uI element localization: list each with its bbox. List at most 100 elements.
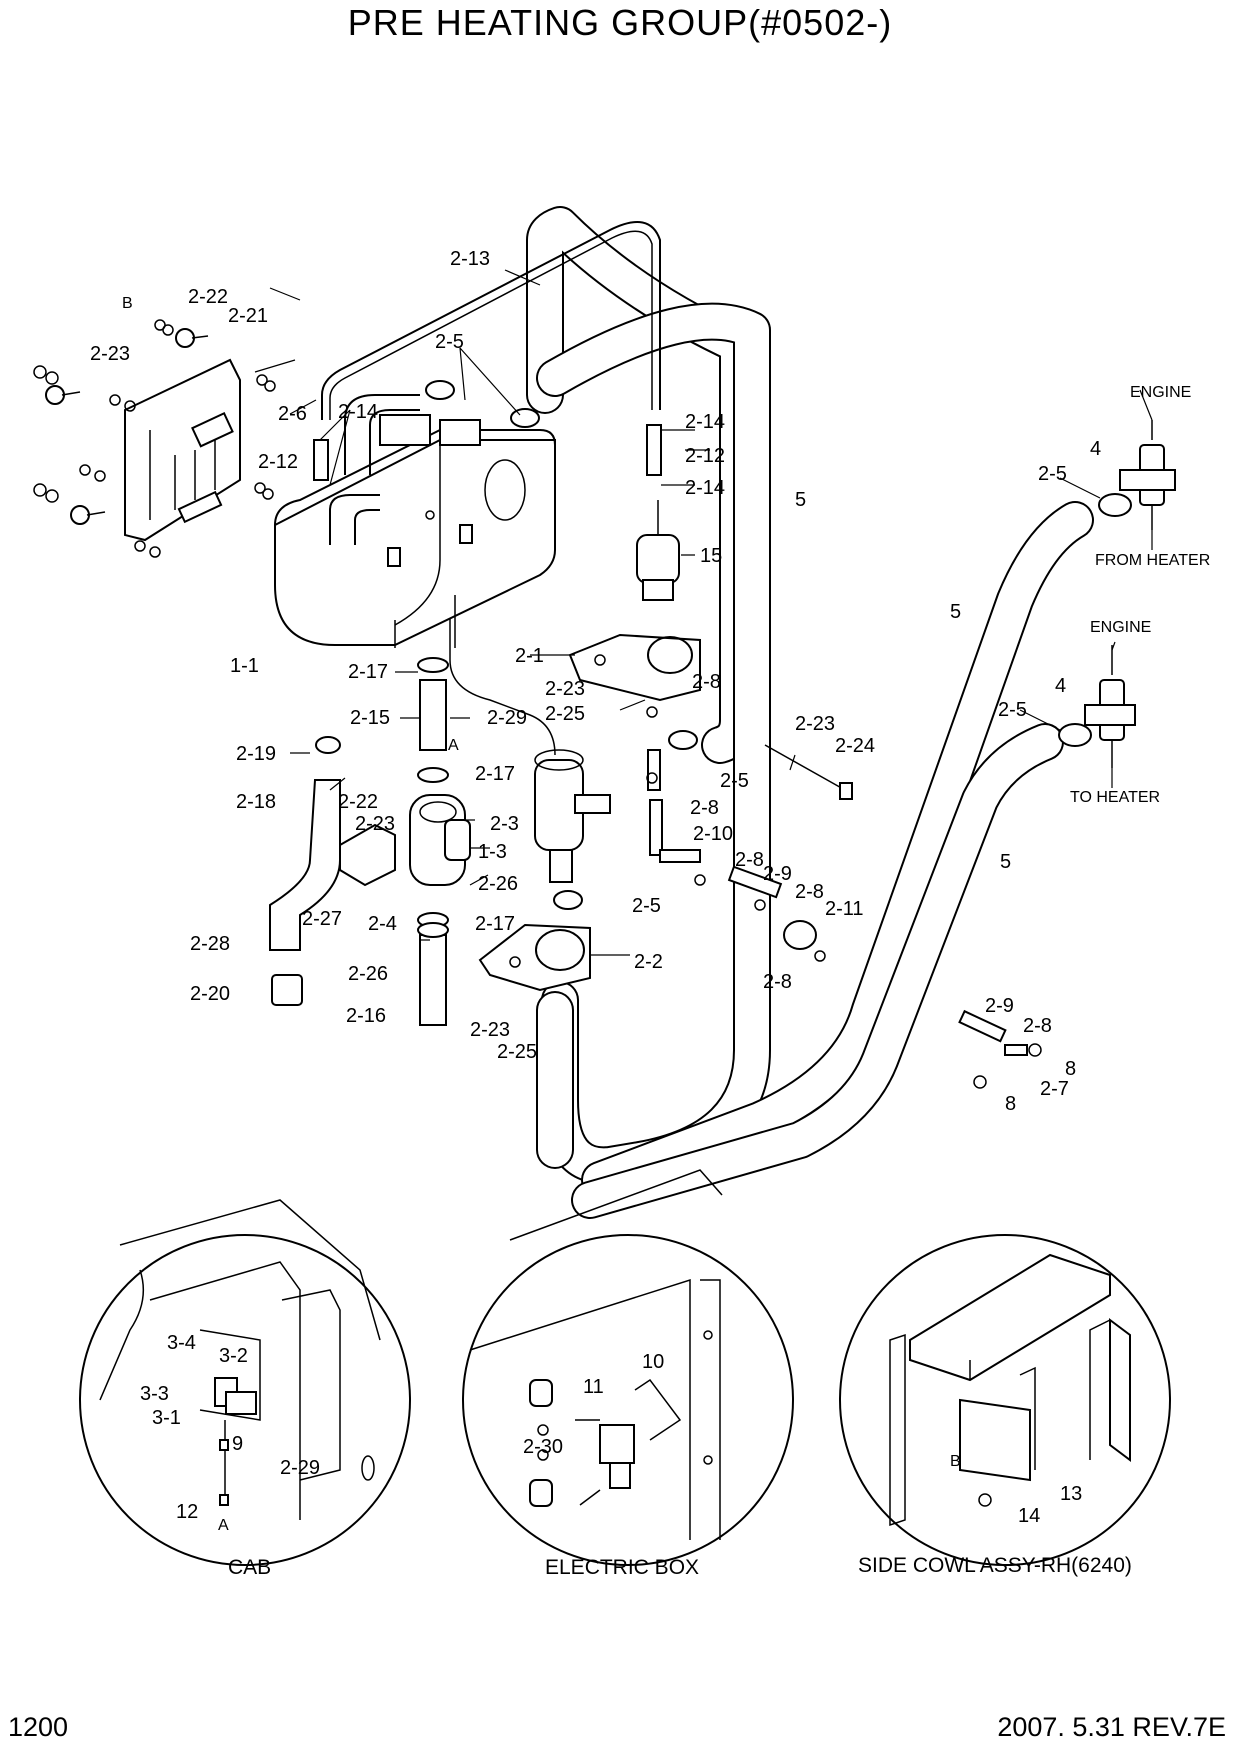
muffler-2-3 — [409, 794, 471, 886]
label-2-14: 2-14 — [338, 401, 378, 423]
label-2-13: 2-13 — [450, 248, 490, 270]
label-3-1: 3-1 — [152, 1407, 181, 1429]
label-9: 9 — [232, 1433, 243, 1455]
label-2-1: 2-1 — [515, 645, 544, 667]
bracket-2-2 — [478, 923, 591, 992]
label-2-10: 2-10 — [693, 823, 733, 845]
label-2-8d: 2-8 — [795, 881, 824, 903]
label-2-23c: 2-23 — [470, 1019, 510, 1041]
bracket-2-4 — [339, 823, 396, 887]
label-2-29b: 2-29 — [280, 1457, 320, 1479]
pipe-2-12-left — [313, 439, 329, 481]
from-heater-label: FROM HEATER — [1095, 552, 1210, 569]
label-2-25b: 2-25 — [545, 703, 585, 725]
detail-view-cab — [79, 1199, 411, 1566]
tee-fitting-4-upper — [1119, 420, 1176, 530]
caption-electric-box: ELECTRIC BOX — [545, 1556, 699, 1579]
label-2-29: 2-29 — [487, 707, 527, 729]
label-3-2: 3-2 — [219, 1345, 248, 1367]
label-2-5d: 2-5 — [1038, 463, 1067, 485]
label-1-3: 1-3 — [478, 841, 507, 863]
label-2-26b: 2-26 — [348, 963, 388, 985]
label-2-15: 2-15 — [350, 707, 390, 729]
hose-clamps — [417, 380, 1132, 938]
ref-a: A — [448, 737, 459, 754]
fasteners-left — [33, 319, 276, 558]
detail-view-electric-box — [462, 1169, 794, 1566]
label-2-5b: 2-5 — [632, 895, 661, 917]
label-2-22: 2-22 — [188, 286, 228, 308]
detail-view-side-cowl — [839, 1234, 1171, 1566]
label-2-9: 2-9 — [763, 863, 792, 885]
label-2-19: 2-19 — [236, 743, 276, 765]
label-2-24: 2-24 — [835, 735, 875, 757]
label-8b: 8 — [1005, 1093, 1016, 1115]
pipe-2-15 — [419, 679, 447, 751]
label-2-23b: 2-23 — [355, 813, 395, 835]
label-14: 14 — [1018, 1505, 1040, 1527]
mounting-bracket-2-6 — [124, 358, 241, 542]
caption-cab: CAB — [228, 1556, 271, 1579]
ref-b-cowl: B — [950, 1453, 961, 1470]
label-2-9b: 2-9 — [985, 995, 1014, 1017]
exhaust-pipe-2-18 — [269, 779, 341, 951]
label-2-11: 2-11 — [825, 898, 864, 920]
label-2-5e: 2-5 — [998, 699, 1027, 721]
label-2-20: 2-20 — [190, 983, 230, 1005]
label-2-7: 2-7 — [1040, 1078, 1069, 1100]
label-2-14b: 2-14 — [685, 411, 725, 433]
label-2-26: 2-26 — [478, 873, 518, 895]
bracket-2-1 — [568, 633, 701, 702]
fuel-line-2-13 — [321, 221, 661, 420]
label-2-12b: 2-12 — [685, 445, 725, 467]
label-2-23: 2-23 — [90, 343, 130, 365]
tee-fitting-4-lower — [1084, 645, 1136, 768]
label-3-4: 3-4 — [167, 1332, 196, 1354]
electric-box-labels: 10 11 2-30 ELECTRIC BOX — [523, 1351, 699, 1579]
fuel-line-pump — [449, 600, 556, 756]
label-2-23e: 2-23 — [795, 713, 835, 735]
label-2-17: 2-17 — [348, 661, 388, 683]
label-2-17c: 2-17 — [475, 913, 515, 935]
caption-side-cowl: SIDE COWL ASSY-RH(6240) — [858, 1554, 1132, 1577]
label-2-18: 2-18 — [236, 791, 276, 813]
label-10: 10 — [642, 1351, 664, 1373]
label-8: 8 — [1065, 1058, 1076, 1080]
label-2-17b: 2-17 — [475, 763, 515, 785]
cab-labels: 3-4 3-2 3-3 3-1 9 2-29 12 A CAB — [140, 1332, 320, 1579]
label-2-30: 2-30 — [523, 1436, 563, 1458]
label-2-21: 2-21 — [228, 305, 268, 327]
fuel-filter-15 — [636, 500, 680, 601]
label-2-23d: 2-23 — [545, 678, 585, 700]
label-11: 11 — [583, 1376, 604, 1398]
page-number: 1200 — [8, 1712, 69, 1742]
label-15: 15 — [700, 545, 722, 567]
pipe-2-16 — [419, 934, 447, 1026]
engine-label-upper: ENGINE — [1130, 384, 1191, 401]
to-heater-label: TO HEATER — [1070, 789, 1160, 806]
revision-stamp: 2007. 5.31 REV.7E — [997, 1712, 1226, 1742]
label-3-3: 3-3 — [140, 1383, 169, 1405]
pipe-2-12-right — [646, 424, 662, 476]
page-title: PRE HEATING GROUP(#0502-) — [347, 2, 893, 43]
label-2-22b: 2-22 — [338, 791, 378, 813]
label-2-25: 2-25 — [497, 1041, 537, 1063]
label-2-16: 2-16 — [346, 1005, 386, 1027]
label-5c: 5 — [1000, 851, 1011, 873]
label-2-12: 2-12 — [258, 451, 298, 473]
label-2-6: 2-6 — [278, 403, 307, 425]
label-12: 12 — [176, 1501, 198, 1523]
label-2-8f: 2-8 — [1023, 1015, 1052, 1037]
label-2-27: 2-27 — [302, 908, 342, 930]
label-2-5c: 2-5 — [720, 770, 749, 792]
label-2-28: 2-28 — [190, 933, 230, 955]
label-2-8c: 2-8 — [735, 849, 764, 871]
label-2-4: 2-4 — [368, 913, 397, 935]
dosing-pump-1-3 — [534, 749, 611, 883]
engine-label-lower: ENGINE — [1090, 619, 1151, 636]
fittings-right — [646, 706, 1042, 1089]
label-13: 13 — [1060, 1483, 1082, 1505]
leader-lines — [254, 269, 1153, 956]
label-2-14c: 2-14 — [685, 477, 725, 499]
